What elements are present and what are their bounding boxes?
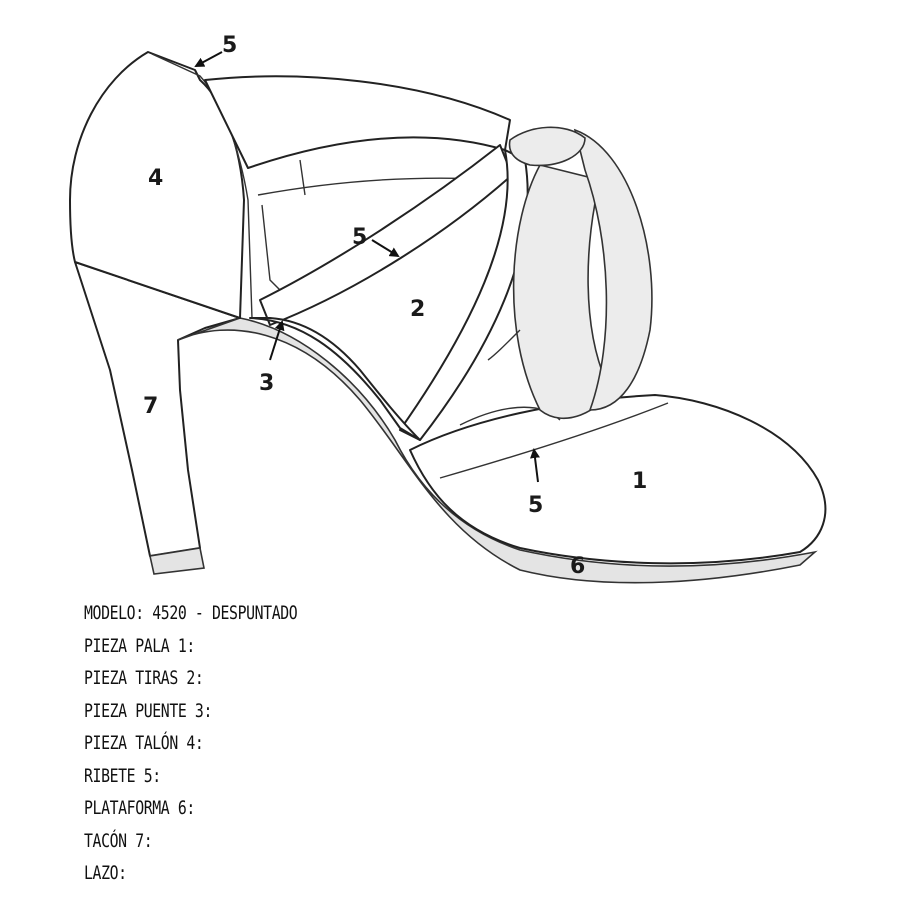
parts-legend: MODELO: 4520 - DESPUNTADO PIEZA PALA 1: … — [84, 597, 504, 890]
shoe-diagram: 5 4 5 2 3 7 1 5 6 — [69, 33, 827, 584]
legend-item: TACÓN 7: — [84, 829, 153, 852]
label-bridge: 3 — [259, 371, 274, 396]
bow-tail — [487, 329, 521, 361]
label-straps: 2 — [410, 297, 425, 322]
bridge-shape — [249, 317, 421, 441]
label-trim-top: 5 — [222, 33, 237, 58]
label-heel: 7 — [143, 394, 158, 419]
label-trim-strap: 5 — [352, 225, 367, 250]
arrow-trim-top — [194, 51, 223, 67]
arrow-bridge — [269, 320, 285, 361]
legend-item: PLATAFORMA 6: — [84, 797, 195, 819]
legend-item: PIEZA TALÓN 4: — [84, 732, 204, 754]
legend-item: RIBETE 5: — [84, 764, 161, 787]
bow-knot — [508, 126, 586, 167]
legend-item: PIEZA PUENTE 3: — [84, 699, 212, 722]
arrow-trim-strap — [371, 239, 400, 258]
heel-shape — [74, 261, 241, 557]
label-toe: 1 — [632, 469, 647, 494]
label-platform: 6 — [570, 554, 585, 579]
legend-item: PIEZA TIRAS 2: — [84, 667, 204, 689]
label-trim-toe: 5 — [528, 493, 543, 518]
legend-model: MODELO: 4520 - DESPUNTADO — [84, 602, 298, 624]
label-heel-counter: 4 — [148, 166, 163, 191]
ankle-strap — [204, 75, 511, 169]
legend-item: PIEZA PALA 1: — [84, 634, 195, 657]
legend-item: LAZO: — [84, 862, 127, 884]
bow-loop-right — [573, 128, 653, 411]
toe-binding — [439, 402, 669, 479]
platform-shape — [177, 317, 818, 584]
bow-loop-left — [512, 164, 611, 420]
strap-shape — [259, 144, 513, 326]
arrow-trim-toe — [530, 448, 540, 483]
heel-tip — [149, 547, 205, 575]
